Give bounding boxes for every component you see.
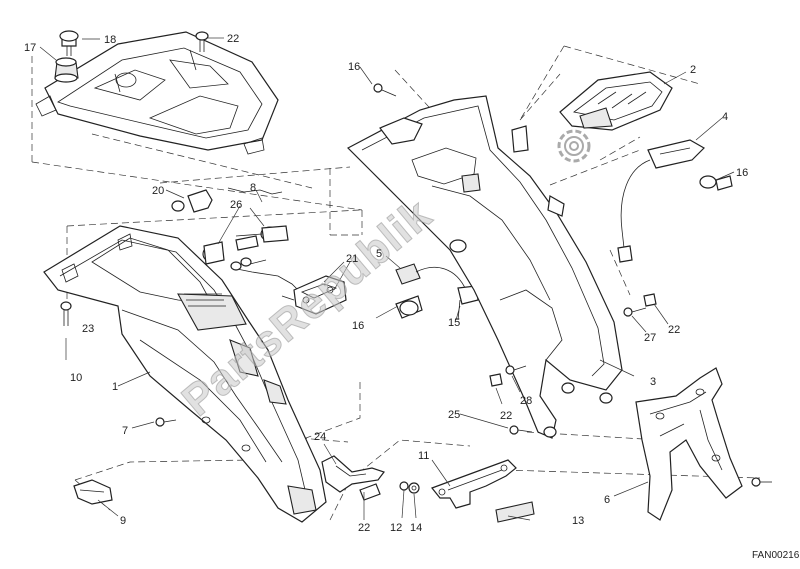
license-plate-bracket-part xyxy=(635,367,743,521)
callout-13: 13 xyxy=(572,515,584,527)
callout-16-mid: 16 xyxy=(352,320,364,332)
callout-14: 14 xyxy=(410,522,422,534)
small-cover-part xyxy=(73,479,113,505)
luggage-rack-part xyxy=(35,31,279,155)
nut-12 xyxy=(399,481,409,491)
screw-29-lower xyxy=(505,365,527,375)
callout-7: 7 xyxy=(122,425,128,437)
callout-22-lower: 22 xyxy=(500,410,512,422)
callout-28: 26 xyxy=(230,199,242,211)
screw-25 xyxy=(60,301,72,326)
callout-26: 24 xyxy=(314,431,326,443)
callout-22-upper: 22 xyxy=(668,324,680,336)
callout-18: 17 xyxy=(24,42,36,54)
screw-29-upper xyxy=(623,307,647,317)
callout-2: 2 xyxy=(690,64,696,76)
wiring-harness-part xyxy=(395,263,479,321)
callout-16-top: 16 xyxy=(736,167,748,179)
callout-21: 21 xyxy=(346,253,358,265)
leader-lines xyxy=(39,37,735,521)
callout-11: 11 xyxy=(418,450,429,462)
callout-8: 8 xyxy=(250,182,256,194)
callout-27: 25 xyxy=(448,409,460,421)
nut-22-upper xyxy=(643,293,657,307)
tail-subframe-part xyxy=(347,95,623,439)
callout-19: 18 xyxy=(104,34,116,46)
callout-10: 10 xyxy=(70,372,82,384)
screw-right-edge xyxy=(751,477,772,487)
callout-15: 15 xyxy=(448,317,460,329)
plate-light-bracket-part xyxy=(431,459,517,509)
seat-lock-cable-part xyxy=(202,187,289,265)
tail-light-part xyxy=(559,71,673,131)
rack-screw-part xyxy=(195,31,209,52)
gear-logo-icon xyxy=(557,129,591,163)
screw-27 xyxy=(509,425,533,435)
callout-labels: 18 17 22 16 2 4 16 20 8 26 21 5 16 15 22… xyxy=(24,33,748,534)
callout-6: 6 xyxy=(604,494,610,506)
screw-7 xyxy=(155,417,177,427)
rear-undertray-part xyxy=(43,225,327,523)
drawing-code: FAN00216 xyxy=(752,550,800,561)
callout-1: 1 xyxy=(112,381,118,393)
callout-29-upper: 27 xyxy=(644,332,656,344)
screw-17 xyxy=(373,83,397,97)
callout-24: 22 xyxy=(358,522,370,534)
latch-bracket-part xyxy=(171,189,213,213)
turn-indicator-part xyxy=(617,139,705,263)
callout-25: 23 xyxy=(82,323,94,335)
rack-bolt-part xyxy=(59,30,79,56)
seat-clip-part xyxy=(321,455,385,493)
rubber-bumper-part xyxy=(54,57,79,83)
indicator-bulb-part xyxy=(699,175,733,191)
callout-29-lower: 28 xyxy=(520,395,532,407)
callout-4: 4 xyxy=(722,111,728,123)
callout-17: 16 xyxy=(348,61,360,73)
nut-22-lower xyxy=(489,373,503,387)
callout-20: 20 xyxy=(152,185,164,197)
callout-12: 12 xyxy=(390,522,402,534)
callout-5: 5 xyxy=(376,248,382,260)
seat-lock-part xyxy=(230,261,347,315)
reflector-part xyxy=(495,501,535,523)
washer-14 xyxy=(408,482,420,494)
key-part xyxy=(235,235,267,267)
spring-24 xyxy=(359,483,381,501)
callout-3: 3 xyxy=(650,376,656,388)
callout-9: 9 xyxy=(120,515,126,527)
callout-23: 22 xyxy=(227,33,239,45)
